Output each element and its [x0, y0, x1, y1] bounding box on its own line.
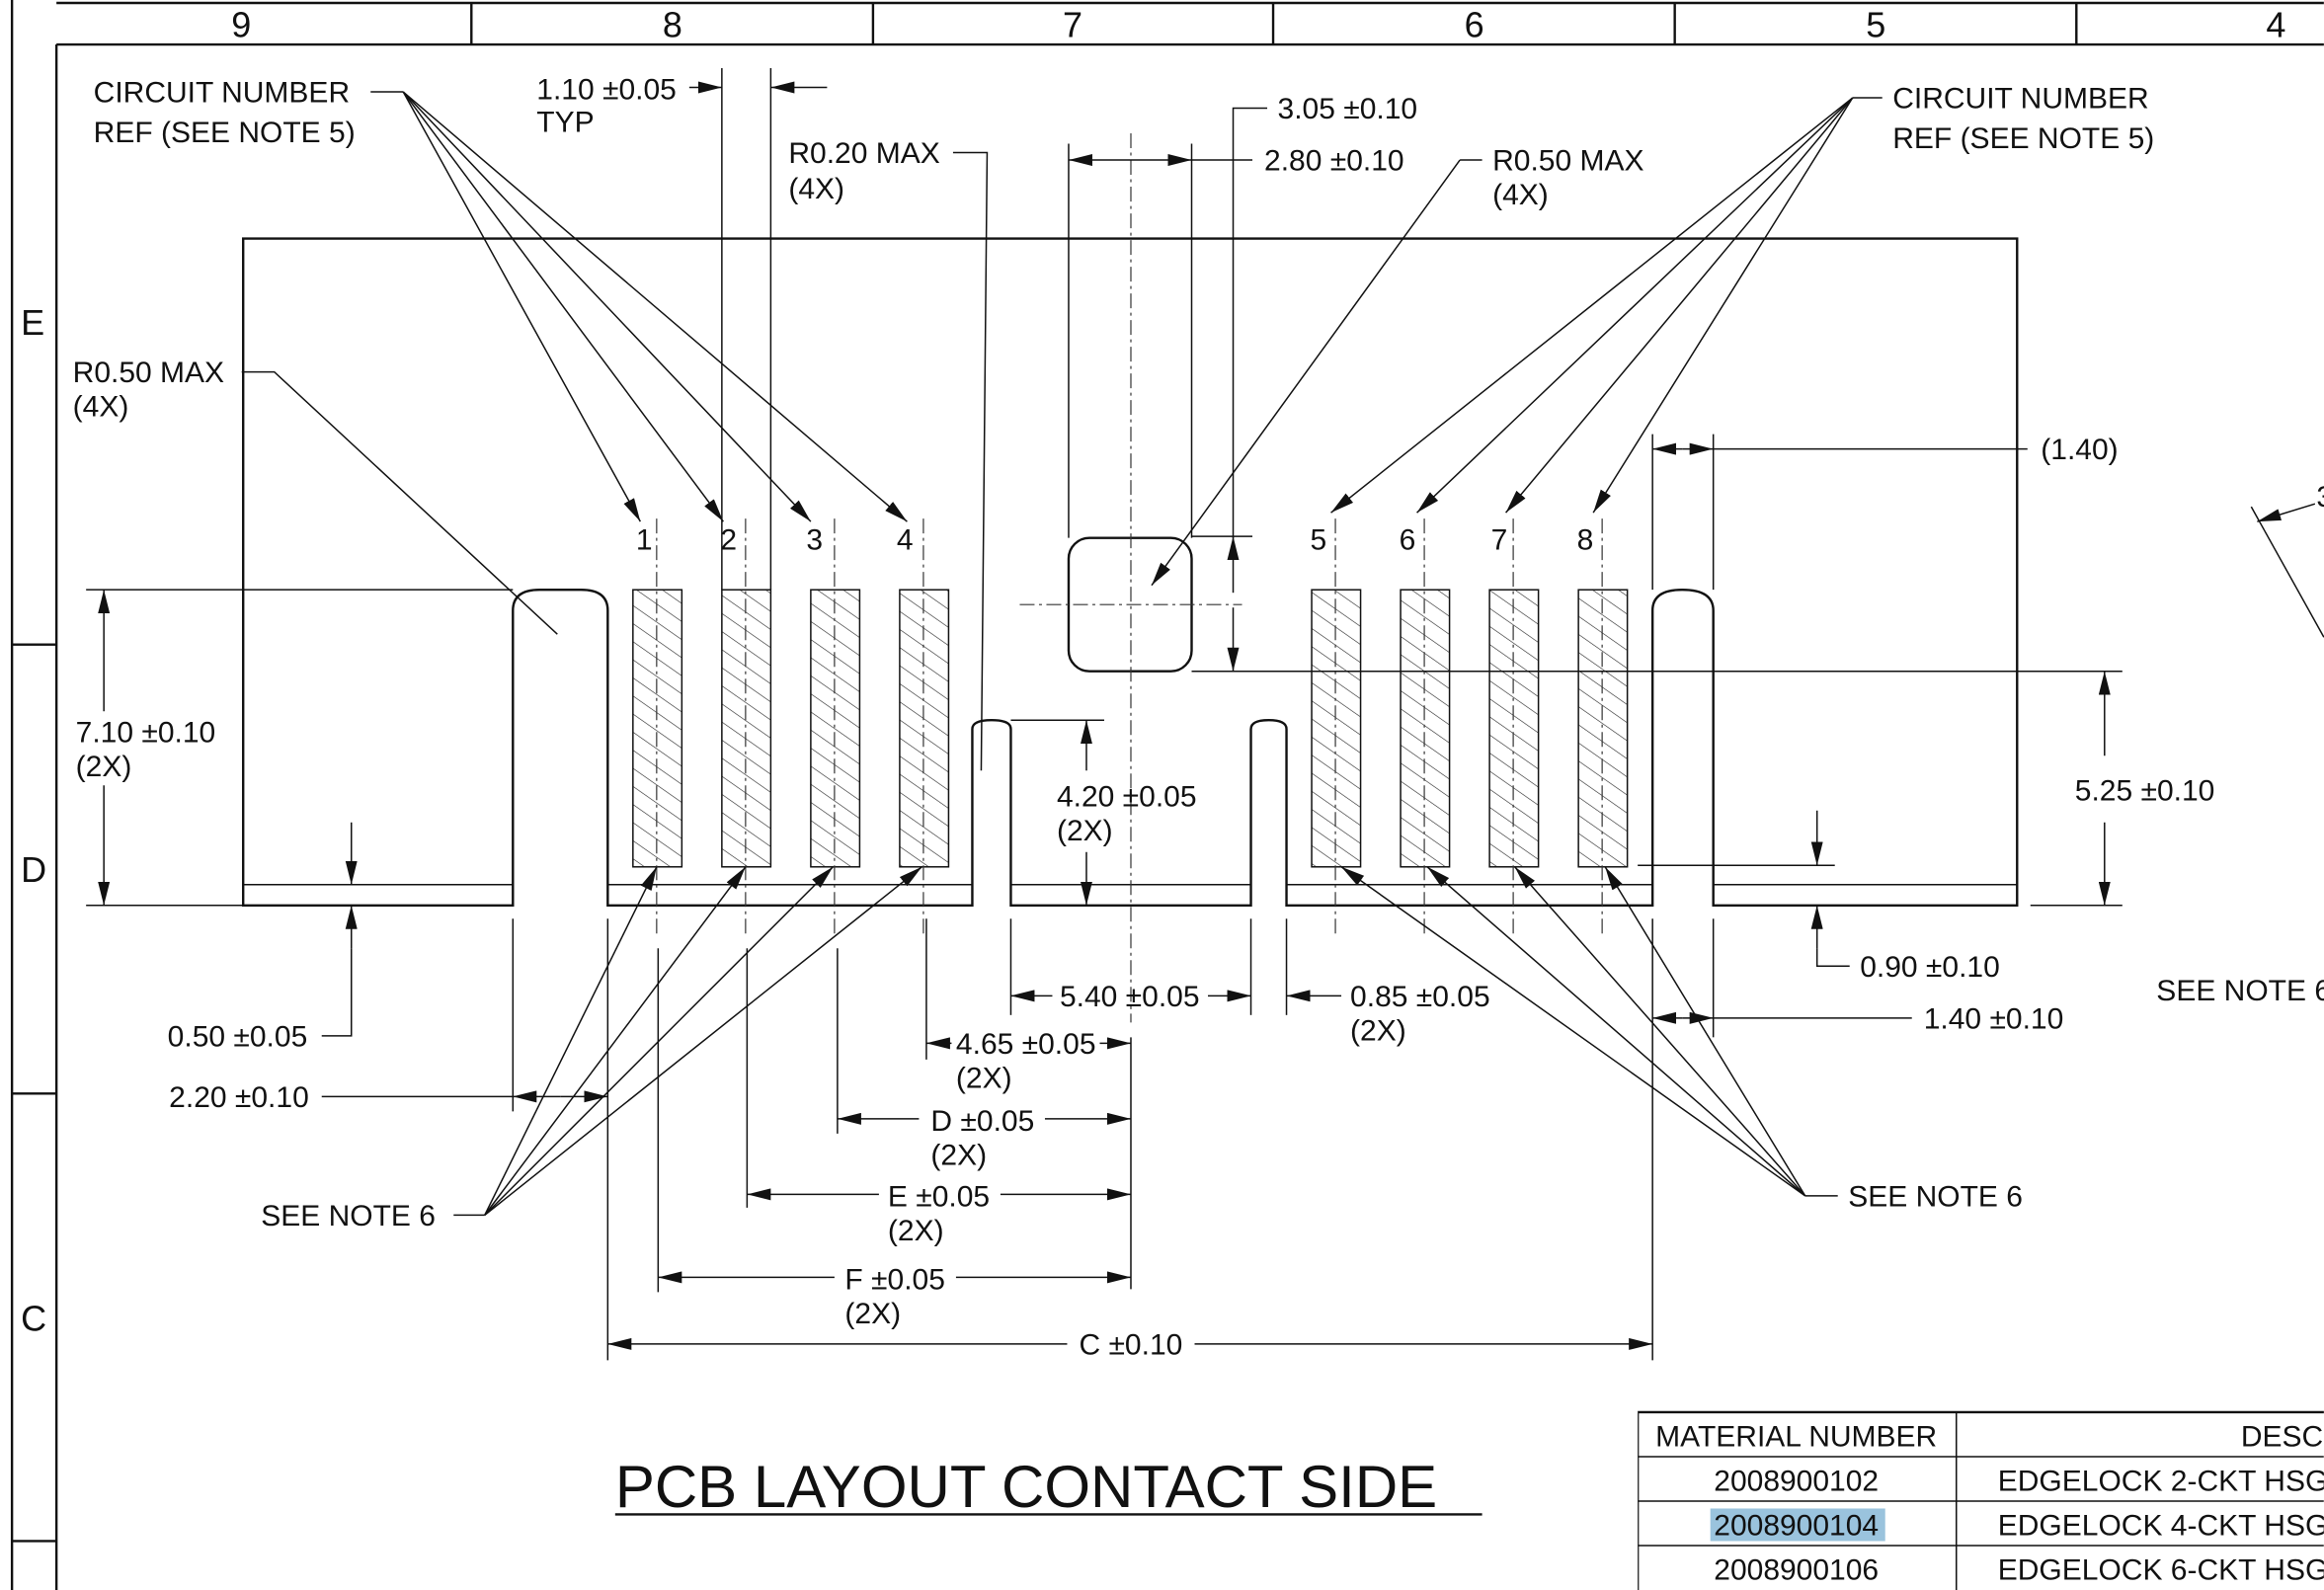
- circuit-ref-right: REF (SEE NOTE 5): [1892, 122, 2154, 155]
- pad-8: [1577, 589, 1629, 868]
- pad-3: [810, 589, 861, 868]
- see-note-6-right: SEE NOTE 6: [1848, 1180, 2023, 1213]
- zone-row-e: E: [21, 302, 44, 343]
- dim-420-count: (2X): [1057, 815, 1113, 847]
- description[interactable]: EDGELOCK 2-CKT HSG: [1998, 1465, 2324, 1497]
- annotations: CIRCUIT NUMBER REF (SEE NOTE 5) CIRCUIT …: [73, 74, 2324, 1362]
- circuit-number: 8: [1577, 524, 1594, 557]
- pad-1: [632, 589, 683, 868]
- see-note-6-far: SEE NOTE 6: [2156, 975, 2324, 1007]
- zone-col-8: 8: [663, 5, 682, 45]
- zone-labels: 9 8 7 6 5 4 E D C: [21, 5, 2285, 1339]
- dim-pitch: 1.10 ±0.05: [536, 74, 677, 107]
- center-lines: [656, 133, 1603, 1023]
- circuit-number: 5: [1311, 524, 1327, 557]
- pad-6: [1400, 589, 1451, 868]
- contact-pads: [632, 589, 1629, 868]
- pcb-outline: [242, 237, 2019, 907]
- dim-305: 3.05 ±0.10: [1278, 93, 1418, 125]
- dim-280: 2.80 ±0.10: [1264, 145, 1404, 178]
- table-row-selected[interactable]: 2008900104 EDGELOCK 4-CKT HSG: [1714, 1509, 2324, 1542]
- dim-r050-left-count: (4X): [73, 391, 129, 424]
- table-row[interactable]: 2008900106 EDGELOCK 6-CKT HSG: [1714, 1553, 2324, 1586]
- circuit-number: 2: [720, 524, 737, 557]
- dim-e-count: (2X): [888, 1215, 944, 1247]
- dim-540: 5.40 ±0.05: [1060, 981, 1200, 1013]
- zone-row-c: C: [21, 1298, 46, 1338]
- circuit-number: 7: [1491, 524, 1508, 557]
- table-row[interactable]: 2008900102 EDGELOCK 2-CKT HSG: [1714, 1465, 2324, 1497]
- see-note-6-left: SEE NOTE 6: [261, 1200, 436, 1232]
- dim-085-count: (2X): [1350, 1014, 1406, 1047]
- dim-r020: R0.20 MAX: [788, 137, 939, 170]
- pad-4: [899, 589, 950, 868]
- zone-col-9: 9: [231, 5, 251, 45]
- dim-220: 2.20 ±0.10: [169, 1081, 309, 1114]
- dim-420: 4.20 ±0.05: [1057, 780, 1197, 813]
- circuit-numbers: 1 2 3 4 5 6 7 8: [636, 524, 1593, 557]
- description[interactable]: EDGELOCK 6-CKT HSG: [1998, 1553, 2324, 1586]
- text-selection-highlight: [1710, 1508, 1885, 1542]
- sheet-border: [10, 0, 2324, 1590]
- circuit-number: 1: [636, 524, 653, 557]
- dim-140-ref: (1.40): [2041, 434, 2118, 466]
- dimension-lines: [86, 68, 2324, 1361]
- dim-050: 0.50 ±0.05: [168, 1020, 308, 1053]
- dim-f: F ±0.05: [844, 1263, 945, 1296]
- material-table: MATERIAL NUMBER DESCRIPTION 2008900102 E…: [1638, 1410, 2324, 1590]
- zone-col-7: 7: [1063, 5, 1082, 45]
- dim-r050-left: R0.50 MAX: [73, 357, 224, 389]
- dim-c: C ±0.10: [1079, 1328, 1182, 1361]
- pad-5: [1311, 589, 1362, 868]
- partial-dim-3: 3: [2316, 481, 2324, 514]
- material-number[interactable]: 2008900102: [1714, 1465, 1879, 1497]
- zone-col-4: 4: [2266, 5, 2285, 45]
- dim-525: 5.25 ±0.10: [2075, 774, 2215, 807]
- material-number[interactable]: 2008900104: [1714, 1509, 1879, 1542]
- dim-090: 0.90 ±0.10: [1860, 951, 2000, 984]
- table-header-material: MATERIAL NUMBER: [1655, 1420, 1937, 1453]
- dim-r050-top-count: (4X): [1492, 179, 1549, 211]
- dim-d: D ±0.05: [930, 1105, 1034, 1138]
- circuit-ref-right: CIRCUIT NUMBER: [1892, 83, 2148, 116]
- dim-r050-top: R0.50 MAX: [1492, 145, 1643, 178]
- circuit-number: 3: [806, 524, 823, 557]
- circuit-ref-left: REF (SEE NOTE 5): [94, 117, 356, 149]
- table-header-description: DESCRIPTION: [2241, 1420, 2324, 1453]
- dim-f-count: (2X): [844, 1298, 901, 1330]
- dim-140: 1.40 ±0.10: [1924, 1002, 2064, 1035]
- dim-pitch-typ: TYP: [536, 107, 594, 139]
- circuit-ref-left: CIRCUIT NUMBER: [94, 77, 350, 110]
- zone-col-6: 6: [1465, 5, 1484, 45]
- dim-710-count: (2X): [76, 751, 132, 783]
- dim-e: E ±0.05: [888, 1180, 990, 1213]
- dim-710: 7.10 ±0.10: [76, 717, 216, 750]
- view-title: PCB LAYOUT CONTACT SIDE: [615, 1454, 1437, 1520]
- circuit-number: 6: [1400, 524, 1416, 557]
- dim-r020-count: (4X): [788, 173, 844, 205]
- dim-465: 4.65 ±0.05: [956, 1028, 1096, 1061]
- zone-row-d: D: [21, 849, 46, 890]
- dim-d-count: (2X): [930, 1139, 987, 1171]
- dim-465-count: (2X): [956, 1062, 1012, 1094]
- pad-7: [1488, 589, 1540, 868]
- dim-085: 0.85 ±0.05: [1350, 981, 1490, 1013]
- material-number[interactable]: 2008900106: [1714, 1553, 1879, 1586]
- circuit-number: 4: [897, 524, 914, 557]
- pad-2: [721, 589, 772, 868]
- description[interactable]: EDGELOCK 4-CKT HSG: [1998, 1509, 2324, 1542]
- zone-col-5: 5: [1866, 5, 1885, 45]
